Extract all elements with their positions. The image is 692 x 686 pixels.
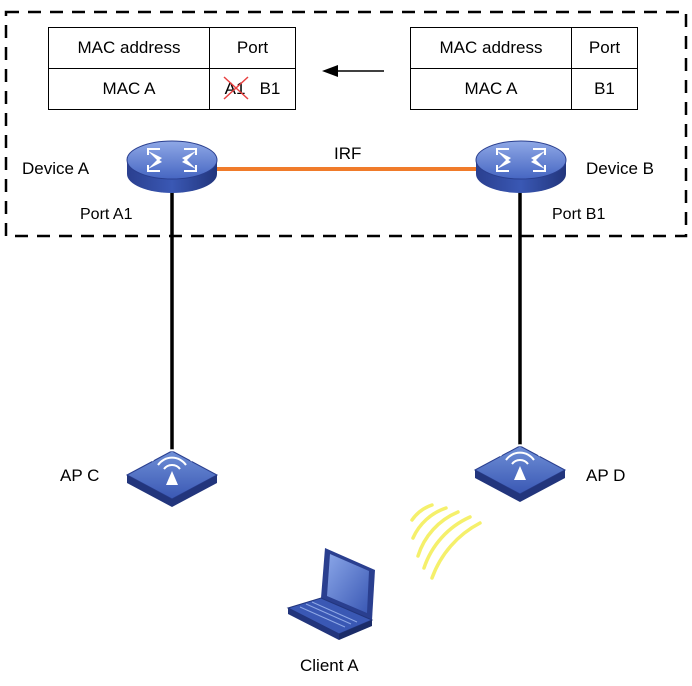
access-point-icon <box>125 449 219 507</box>
old-port-crossed: A1 <box>223 76 249 100</box>
port-b1-label: Port B1 <box>552 206 606 223</box>
device-a-label: Device A <box>22 159 90 178</box>
table-row: MAC A A1 B1 <box>48 68 296 110</box>
ap-c-label: AP C <box>60 466 100 485</box>
column-header-mac: MAC address <box>48 27 210 69</box>
switch-icon <box>475 140 567 193</box>
wireless-signal-icon <box>410 503 482 580</box>
column-header-port: Port <box>209 27 296 69</box>
switch-icon <box>126 140 218 193</box>
table-row: MAC address Port <box>410 27 638 69</box>
irf-boundary <box>4 10 688 238</box>
ap-d-label: AP D <box>586 466 626 485</box>
mac-table-device-b: MAC address Port MAC A B1 <box>410 27 638 110</box>
access-point-icon <box>473 444 567 502</box>
device-b-label: Device B <box>586 159 655 178</box>
column-header-mac: MAC address <box>410 27 572 69</box>
update-arrow <box>322 65 384 77</box>
table-row: MAC address Port <box>48 27 296 69</box>
column-header-port: Port <box>571 27 638 69</box>
mac-cell: MAC A <box>48 68 210 110</box>
laptop-icon <box>286 548 375 640</box>
new-port-value: B1 <box>259 79 281 98</box>
client-a-label: Client A <box>300 656 359 675</box>
cross-icon <box>223 76 249 100</box>
port-cell: A1 B1 <box>209 68 296 110</box>
mac-table-device-a: MAC address Port MAC A A1 B1 <box>48 27 296 110</box>
mac-cell: MAC A <box>410 68 572 110</box>
table-row: MAC A B1 <box>410 68 638 110</box>
irf-link-label: IRF <box>334 144 362 163</box>
port-a1-label: Port A1 <box>80 206 133 223</box>
port-cell: B1 <box>571 68 638 110</box>
